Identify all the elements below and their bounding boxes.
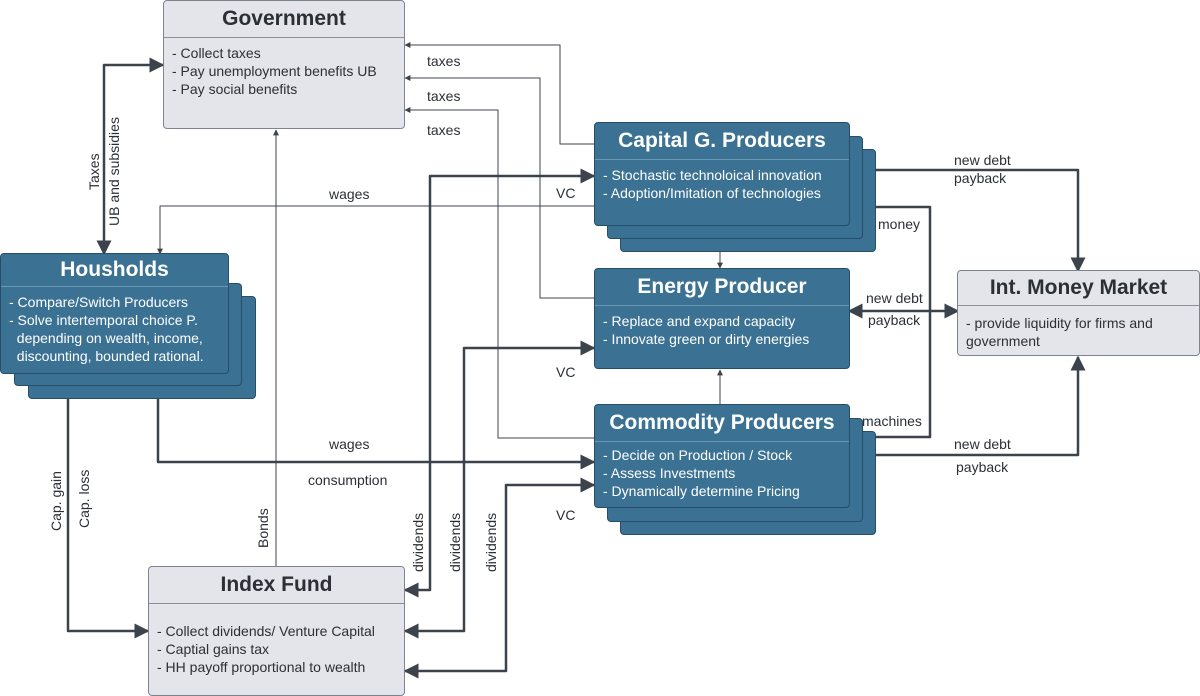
energy-producer-list: - Replace and expand capacity - Innovate…: [595, 306, 849, 348]
list-item: - Pay social benefits: [172, 81, 298, 97]
list-item: - Solve intertemporal choice P.: [9, 312, 198, 328]
dividends-vc-arrow-commodity: [403, 477, 596, 679]
taxes-label: taxes: [427, 122, 461, 138]
dividends-label: dividends: [410, 512, 426, 572]
dividends-label: dividends: [483, 512, 499, 572]
taxes-arrow-capital: [404, 42, 594, 145]
taxes-label: taxes: [427, 88, 461, 104]
wages-label: wages: [329, 186, 370, 202]
list-item: - Decide on Production / Stock: [603, 447, 793, 463]
energy-producer-node: Energy Producer - Replace and expand cap…: [594, 268, 850, 369]
cap-gain-loss-arrow: [60, 372, 150, 639]
government-node: Government - Collect taxes - Pay unemplo…: [163, 0, 405, 129]
list-item: - Dynamically determine Pricing: [603, 483, 800, 499]
taxes-label: taxes: [427, 53, 461, 69]
commodity-producers-title: Commodity Producers: [595, 405, 849, 442]
dividends-label: dividends: [447, 512, 463, 572]
money-market-node: Int. Money Market - provide liquidity fo…: [957, 270, 1200, 356]
wages-arrow-top: [157, 205, 594, 255]
money-market-list: - provide liquidity for firms and govern…: [958, 306, 1199, 350]
list-item: - Collect taxes: [172, 45, 261, 61]
index-fund-node: Index Fund - Collect dividends/ Venture …: [148, 566, 405, 696]
list-item: - Compare/Switch Producers: [9, 294, 188, 310]
list-item: - Captial gains tax: [157, 641, 270, 657]
payback-label: payback: [956, 459, 1009, 475]
government-list: - Collect taxes - Pay unemployment benef…: [164, 38, 404, 98]
payback-label: payback: [868, 312, 921, 328]
government-title: Government: [164, 1, 404, 38]
dividends-vc-arrow-energy: [403, 340, 596, 639]
list-item: - provide liquidity for firms and: [966, 315, 1153, 331]
list-item: discounting, bounded rational.: [9, 348, 204, 364]
money-market-title: Int. Money Market: [958, 271, 1199, 306]
taxes-arrow-commodity: [404, 107, 594, 439]
wages-label: wages: [329, 436, 370, 452]
capital-producers-list: - Stochastic technoloical innovation - A…: [595, 160, 849, 202]
list-item: - Replace and expand capacity: [603, 313, 796, 329]
payback-label: payback: [954, 170, 1007, 186]
commodity-producers-node: Commodity Producers - Decide on Producti…: [594, 404, 850, 508]
bonds-label: Bonds: [255, 508, 271, 548]
new-debt-label: new debt: [954, 436, 1011, 452]
cap-loss-label: Cap. loss: [76, 469, 92, 528]
vc-label: VC: [556, 507, 576, 523]
households-list: - Compare/Switch Producers - Solve inter…: [1, 287, 228, 365]
households-title: Housholds: [1, 254, 228, 287]
consumption-label: consumption: [308, 472, 388, 488]
new-debt-label: new debt: [866, 290, 923, 306]
taxes-ub-arrow: [96, 57, 165, 256]
list-item: - Assess Investments: [603, 465, 736, 481]
debt-arrow-capital: [847, 162, 1086, 273]
index-fund-title: Index Fund: [149, 567, 404, 604]
list-item: - Innovate green or dirty energies: [603, 331, 810, 347]
list-item: government: [966, 333, 1040, 349]
ub-subsidies-label: UB and subsidies: [106, 117, 122, 226]
capital-producers-node: Capital G. Producers - Stochastic techno…: [594, 122, 850, 226]
cap-gain-label: Cap. gain: [48, 471, 64, 531]
list-item: depending on wealth, income,: [9, 330, 203, 346]
money-machines-arrow: [847, 199, 932, 445]
dividends-vc-arrow-capital: [403, 168, 596, 598]
new-debt-label: new debt: [954, 152, 1011, 168]
list-item: - Collect dividends/ Venture Capital: [157, 623, 375, 639]
households-node: Housholds - Compare/Switch Producers - S…: [0, 253, 229, 374]
index-fund-list: - Collect dividends/ Venture Capital - C…: [149, 604, 404, 676]
list-item: - Adoption/Imitation of technologies: [603, 185, 821, 201]
list-item: - Pay unemployment benefits UB: [172, 63, 377, 79]
list-item: - HH payoff proportional to wealth: [157, 659, 366, 675]
debt-arrow-commodity: [847, 355, 1086, 463]
taxes-vertical-label: Taxes: [86, 153, 102, 190]
vc-label: VC: [556, 364, 576, 380]
energy-producer-title: Energy Producer: [595, 269, 849, 306]
vc-label: VC: [556, 185, 576, 201]
money-label: money: [878, 216, 921, 232]
list-item: - Stochastic technoloical innovation: [603, 167, 822, 183]
machines-label: machines: [862, 413, 922, 429]
capital-producers-title: Capital G. Producers: [595, 123, 849, 160]
commodity-producers-list: - Decide on Production / Stock - Assess …: [595, 442, 849, 500]
